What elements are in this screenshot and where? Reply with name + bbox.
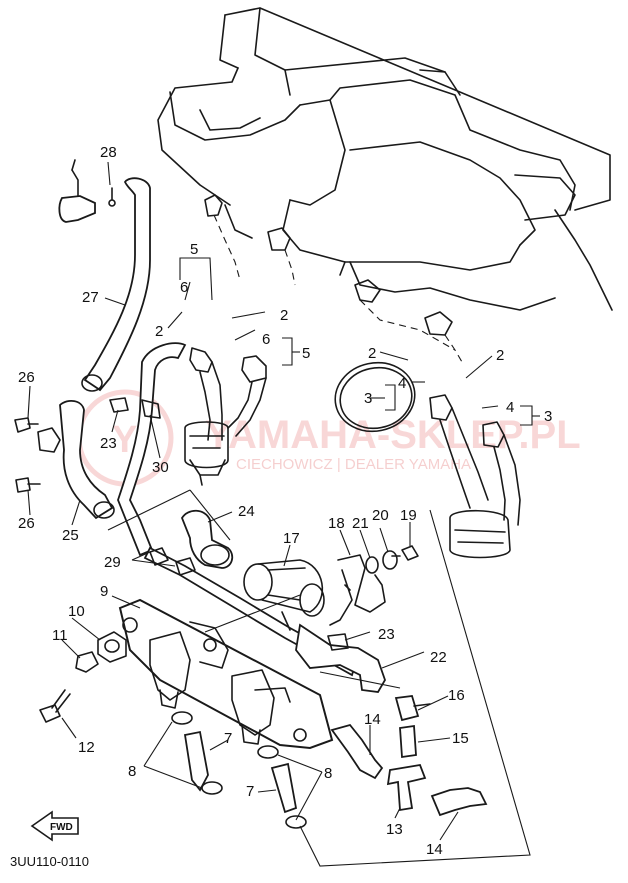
- callout-12: 12: [78, 739, 95, 756]
- callout-2-d: 2: [496, 347, 504, 364]
- watermark: Y YAMAHA-SKLEP.PL CIECHOWICZ | DEALER YA…: [76, 389, 581, 487]
- callout-3-b: 3: [544, 408, 552, 425]
- callout-29: 29: [104, 554, 121, 571]
- cylinder-head-cover: [157, 7, 613, 363]
- callout-15: 15: [452, 730, 469, 747]
- callout-labels: 28 27 26 26 25 23 30 5 6 2 2 6 5 2 2 4 3…: [18, 144, 552, 858]
- callout-23-upper: 23: [100, 435, 117, 452]
- watermark-subtitle: CIECHOWICZ | DEALER YAMAHA: [236, 456, 471, 473]
- callout-8-left: 8: [128, 763, 136, 780]
- hose-27: [81, 177, 151, 392]
- callout-9: 9: [100, 583, 108, 600]
- callout-16: 16: [448, 687, 465, 704]
- hose-28-elbow: [58, 159, 116, 223]
- callout-20: 20: [372, 507, 389, 524]
- hose-7-right: [257, 745, 307, 829]
- callout-6-lower: 6: [262, 331, 270, 348]
- callout-14-lower: 14: [426, 841, 443, 858]
- callout-18: 18: [328, 515, 345, 532]
- callout-4-a: 4: [398, 375, 406, 392]
- callout-2-c: 2: [368, 345, 376, 362]
- fwd-label: FWD: [50, 822, 73, 833]
- callout-14-upper: 14: [364, 711, 381, 728]
- forward-arrow-icon: FWD: [30, 810, 79, 842]
- tee-13: [386, 763, 427, 812]
- hose-30: [109, 342, 187, 557]
- collar-11: [75, 651, 99, 673]
- callout-30: 30: [152, 459, 169, 476]
- callout-8-right: 8: [324, 765, 332, 782]
- washers-19-20-21: [365, 545, 419, 574]
- callout-23-lower: 23: [378, 626, 395, 643]
- air-cutoff-valve-17: [243, 559, 325, 631]
- callout-19: 19: [400, 507, 417, 524]
- cap-16: [394, 695, 431, 722]
- callout-7-right: 7: [246, 783, 254, 800]
- grommet-10: [97, 631, 127, 663]
- hose-7-left: [171, 711, 223, 795]
- bolt-12: [39, 689, 71, 723]
- callout-10: 10: [68, 603, 85, 620]
- callout-7-left: 7: [224, 730, 232, 747]
- callout-3-a: 3: [364, 390, 372, 407]
- callout-5-upper: 5: [190, 241, 198, 258]
- callout-4-b: 4: [506, 399, 514, 416]
- callout-17: 17: [283, 530, 300, 547]
- callout-24: 24: [238, 503, 255, 520]
- joint-15: [399, 724, 417, 759]
- watermark-brand: YAMAHA-SKLEP.PL: [205, 413, 581, 457]
- callout-13: 13: [386, 821, 403, 838]
- leader-lines: [27, 161, 540, 867]
- callout-26-lower: 26: [18, 515, 35, 532]
- reed-valve-left-assembly: [184, 347, 267, 486]
- callout-2-b: 2: [280, 307, 288, 324]
- callout-6-upper: 6: [180, 279, 188, 296]
- hose-22: [295, 623, 386, 693]
- hose-24: [180, 509, 234, 569]
- hose-14-upper: [330, 723, 384, 780]
- diagram-code: 3UU110-0110: [10, 854, 89, 869]
- callout-22: 22: [430, 649, 447, 666]
- mounting-plate-9: [118, 598, 334, 750]
- callout-28: 28: [100, 144, 117, 161]
- callout-26-upper: 26: [18, 369, 35, 386]
- callout-21: 21: [352, 515, 369, 532]
- hose-14-lower: [430, 787, 488, 817]
- callout-2-a: 2: [155, 323, 163, 340]
- callout-11: 11: [52, 627, 68, 644]
- bracket-18: [329, 554, 386, 626]
- bolt-26: [14, 417, 41, 493]
- hose-25: [37, 399, 115, 520]
- callout-27: 27: [82, 289, 99, 306]
- callout-25: 25: [62, 527, 79, 544]
- reed-valve-right-assembly: [334, 361, 521, 559]
- callout-5-lower: 5: [302, 345, 310, 362]
